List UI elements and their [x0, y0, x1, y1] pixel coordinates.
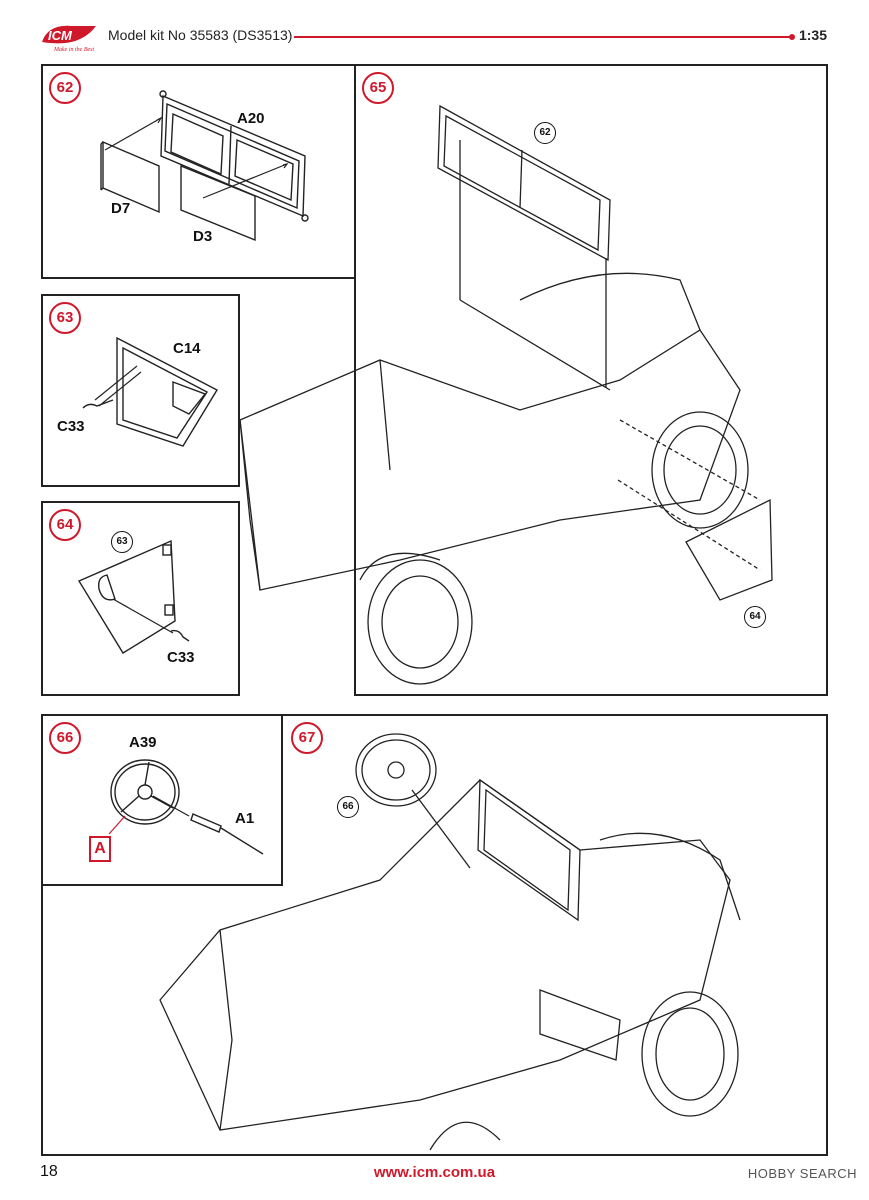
step-64-panel: 64 63 C33 — [41, 501, 240, 696]
paint-ref-a: A — [89, 836, 111, 862]
watermark: HOBBY SEARCH — [747, 1166, 857, 1181]
kit-number: Model kit No 35583 (DS3513) — [108, 27, 293, 43]
step-number: 63 — [49, 302, 81, 334]
ref-step-62: 62 — [534, 122, 556, 144]
part-label-c33: C33 — [167, 649, 195, 666]
step-number: 67 — [291, 722, 323, 754]
header-rule — [294, 34, 795, 40]
steering-wheel-drawing — [108, 759, 264, 855]
ref-step-66: 66 — [337, 796, 359, 818]
door-panel-drawing — [82, 336, 218, 447]
step-63-panel: 63 C14 C33 — [41, 294, 240, 487]
page-header: ICM Make in the Best Model kit No 35583 … — [0, 0, 869, 60]
part-label-c33: C33 — [57, 418, 85, 435]
page-number: 18 — [40, 1163, 58, 1180]
part-label-a1: A1 — [235, 810, 255, 827]
step-number: 64 — [49, 509, 81, 541]
part-label-d3: D3 — [193, 228, 213, 245]
step-number: 66 — [49, 722, 81, 754]
ref-step-64: 64 — [744, 606, 766, 628]
ref-step-63: 63 — [111, 531, 133, 553]
step-66-panel: 66 A39 A1 A — [41, 714, 283, 886]
svg-text:ICM: ICM — [48, 28, 73, 43]
scale-label: 1:35 — [798, 27, 827, 43]
part-label-a20: A20 — [237, 110, 265, 127]
part-label-a39: A39 — [129, 734, 157, 751]
step-62-panel: 62 A20 D7 D3 — [41, 64, 356, 279]
part-label-c14: C14 — [173, 340, 201, 357]
door-assembly-drawing — [77, 539, 190, 654]
svg-text:Make in the Best: Make in the Best — [53, 47, 94, 53]
icm-logo-icon: ICM Make in the Best — [42, 25, 96, 53]
step-number: 65 — [362, 72, 394, 104]
website-link[interactable]: www.icm.com.ua — [373, 1164, 496, 1181]
step-number: 62 — [49, 72, 81, 104]
part-label-d7: D7 — [111, 200, 131, 217]
step-65-panel: 65 62 64 — [354, 64, 828, 696]
windshield-frame-drawing — [100, 90, 309, 242]
